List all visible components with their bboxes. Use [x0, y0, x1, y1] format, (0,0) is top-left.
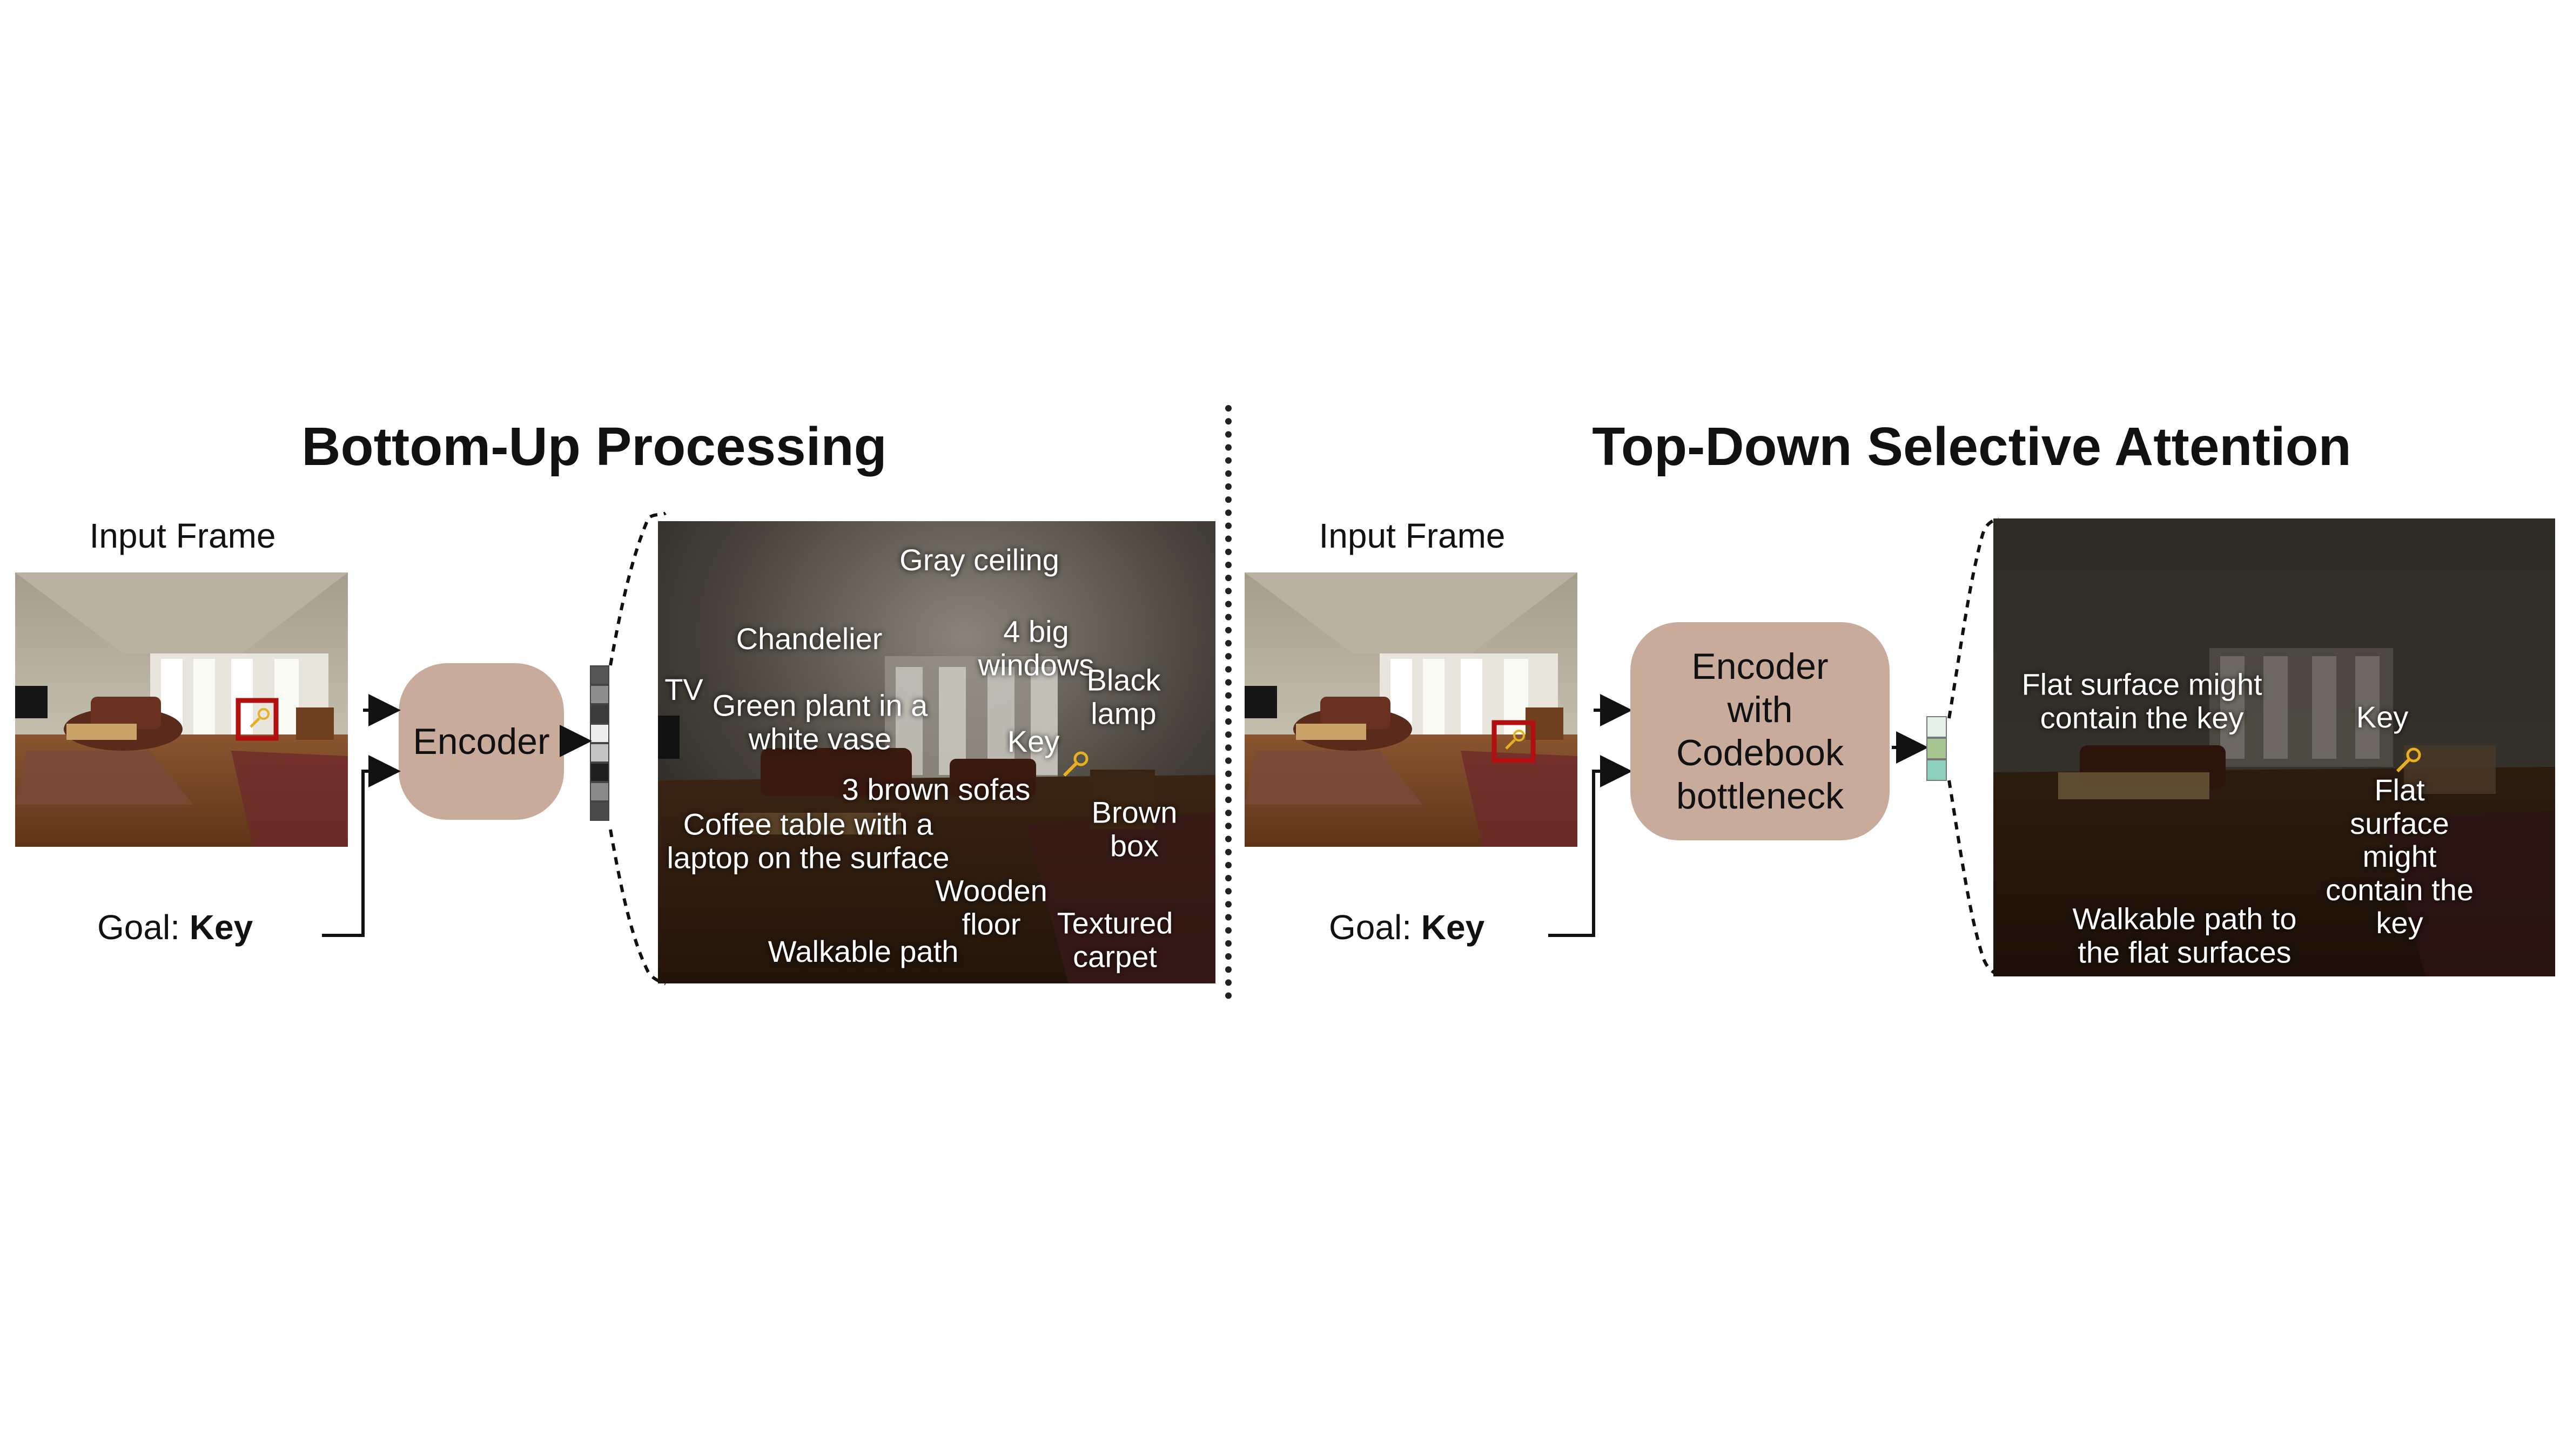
- feature-cell: [590, 782, 609, 801]
- feature-cell: [590, 801, 609, 821]
- feature-cell: [590, 704, 609, 724]
- arrow-goal-to-encoder-right: [1548, 755, 1632, 937]
- right-brace-top: [1947, 517, 2000, 719]
- ann-3-brown-sofas: 3 brown sofas: [842, 772, 1031, 807]
- right-brace-bottom: [1947, 780, 2000, 977]
- ann-textured-carpet: Textured carpet: [1057, 906, 1173, 973]
- ann-gray-ceiling: Gray ceiling: [899, 543, 1059, 577]
- ann-walkable-path-to-surfaces: Walkable path to the flat surfaces: [2072, 901, 2297, 969]
- feature-cell: [1926, 759, 1947, 781]
- right-encoder-codebook: Encoder with Codebook bottleneck: [1630, 622, 1890, 840]
- left-brace-top: [609, 511, 667, 666]
- left-feature-vector: [590, 665, 609, 830]
- right-input-frame-label: Input Frame: [1319, 516, 1506, 555]
- ann-flat-surface-1: Flat surface might contain the key: [2021, 667, 2262, 734]
- left-annotated-scene: Gray ceiling Chandelier 4 big windows TV…: [658, 521, 1215, 983]
- feature-cell: [1926, 738, 1947, 759]
- arrow-goal-to-encoder: [322, 755, 401, 937]
- feature-cell: [1926, 716, 1947, 738]
- feature-cell: [590, 743, 609, 763]
- right-annotated-scene: Flat surface might contain the key Key F…: [1993, 518, 2555, 976]
- right-input-frame: [1245, 572, 1577, 847]
- ann-4-big-windows: 4 big windows: [978, 614, 1094, 682]
- ann-coffee-table: Coffee table with a laptop on the surfac…: [667, 807, 950, 874]
- ann-brown-box: Brown box: [1091, 795, 1178, 862]
- panel-divider: [1225, 405, 1232, 999]
- left-goal-label: Goal: Key: [97, 908, 253, 947]
- feature-cell: [590, 763, 609, 782]
- feature-cell: [590, 685, 609, 704]
- ann-wooden-floor: Wooden floor: [935, 873, 1047, 941]
- feature-cell: [590, 665, 609, 685]
- right-title: Top-Down Selective Attention: [1592, 416, 2351, 477]
- ann-chandelier: Chandelier: [736, 622, 883, 656]
- left-encoder: Encoder: [399, 663, 564, 820]
- ann-tv: TV: [664, 672, 703, 707]
- left-input-frame-label: Input Frame: [89, 516, 276, 555]
- left-input-frame: [15, 572, 348, 847]
- ann-black-lamp: Black lamp: [1086, 663, 1161, 730]
- ann-green-plant: Green plant in a white vase: [712, 688, 928, 756]
- ann-walkable-path: Walkable path: [768, 934, 959, 969]
- left-brace-bottom: [609, 829, 667, 986]
- ann-key-right: Key: [2356, 700, 2409, 734]
- ann-key: Key: [1007, 724, 1060, 759]
- feature-cell: [590, 724, 609, 743]
- right-goal-label: Goal: Key: [1329, 908, 1485, 947]
- ann-flat-surface-2: Flat surface might contain the key: [2326, 773, 2474, 940]
- right-feature-vector: [1926, 716, 1947, 781]
- left-title: Bottom-Up Processing: [301, 416, 887, 477]
